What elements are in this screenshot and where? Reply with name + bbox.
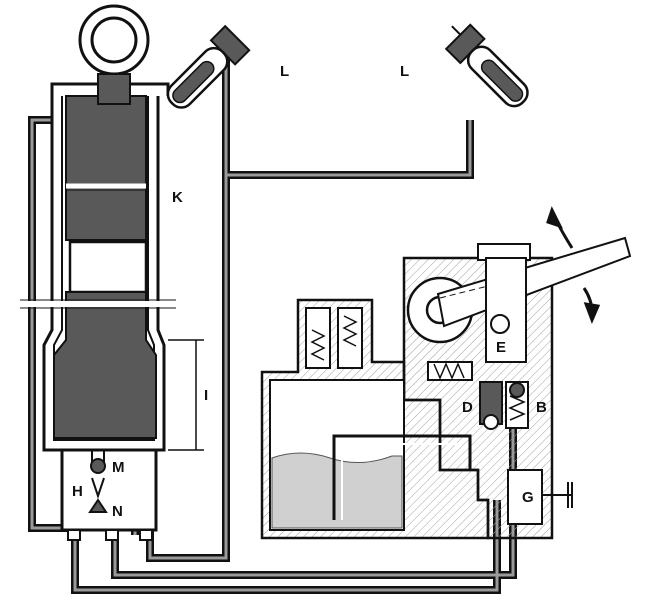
label-k: K [172, 189, 183, 206]
label-h: H [72, 483, 83, 500]
label-b: B [536, 399, 547, 416]
label-m: M [112, 459, 125, 476]
right-accumulator-arm [444, 23, 529, 108]
pump-block [260, 236, 632, 540]
label-n: N [112, 503, 123, 520]
label-i: I [204, 387, 208, 404]
label-d: D [462, 399, 473, 416]
left-accumulator-arm [166, 24, 251, 109]
label-l-right: L [400, 63, 409, 80]
label-g: G [522, 489, 534, 506]
label-e: E [496, 339, 506, 356]
strut-cylinder [20, 4, 204, 541]
label-l-left: L [280, 63, 289, 80]
rotation-arrows [546, 206, 601, 325]
